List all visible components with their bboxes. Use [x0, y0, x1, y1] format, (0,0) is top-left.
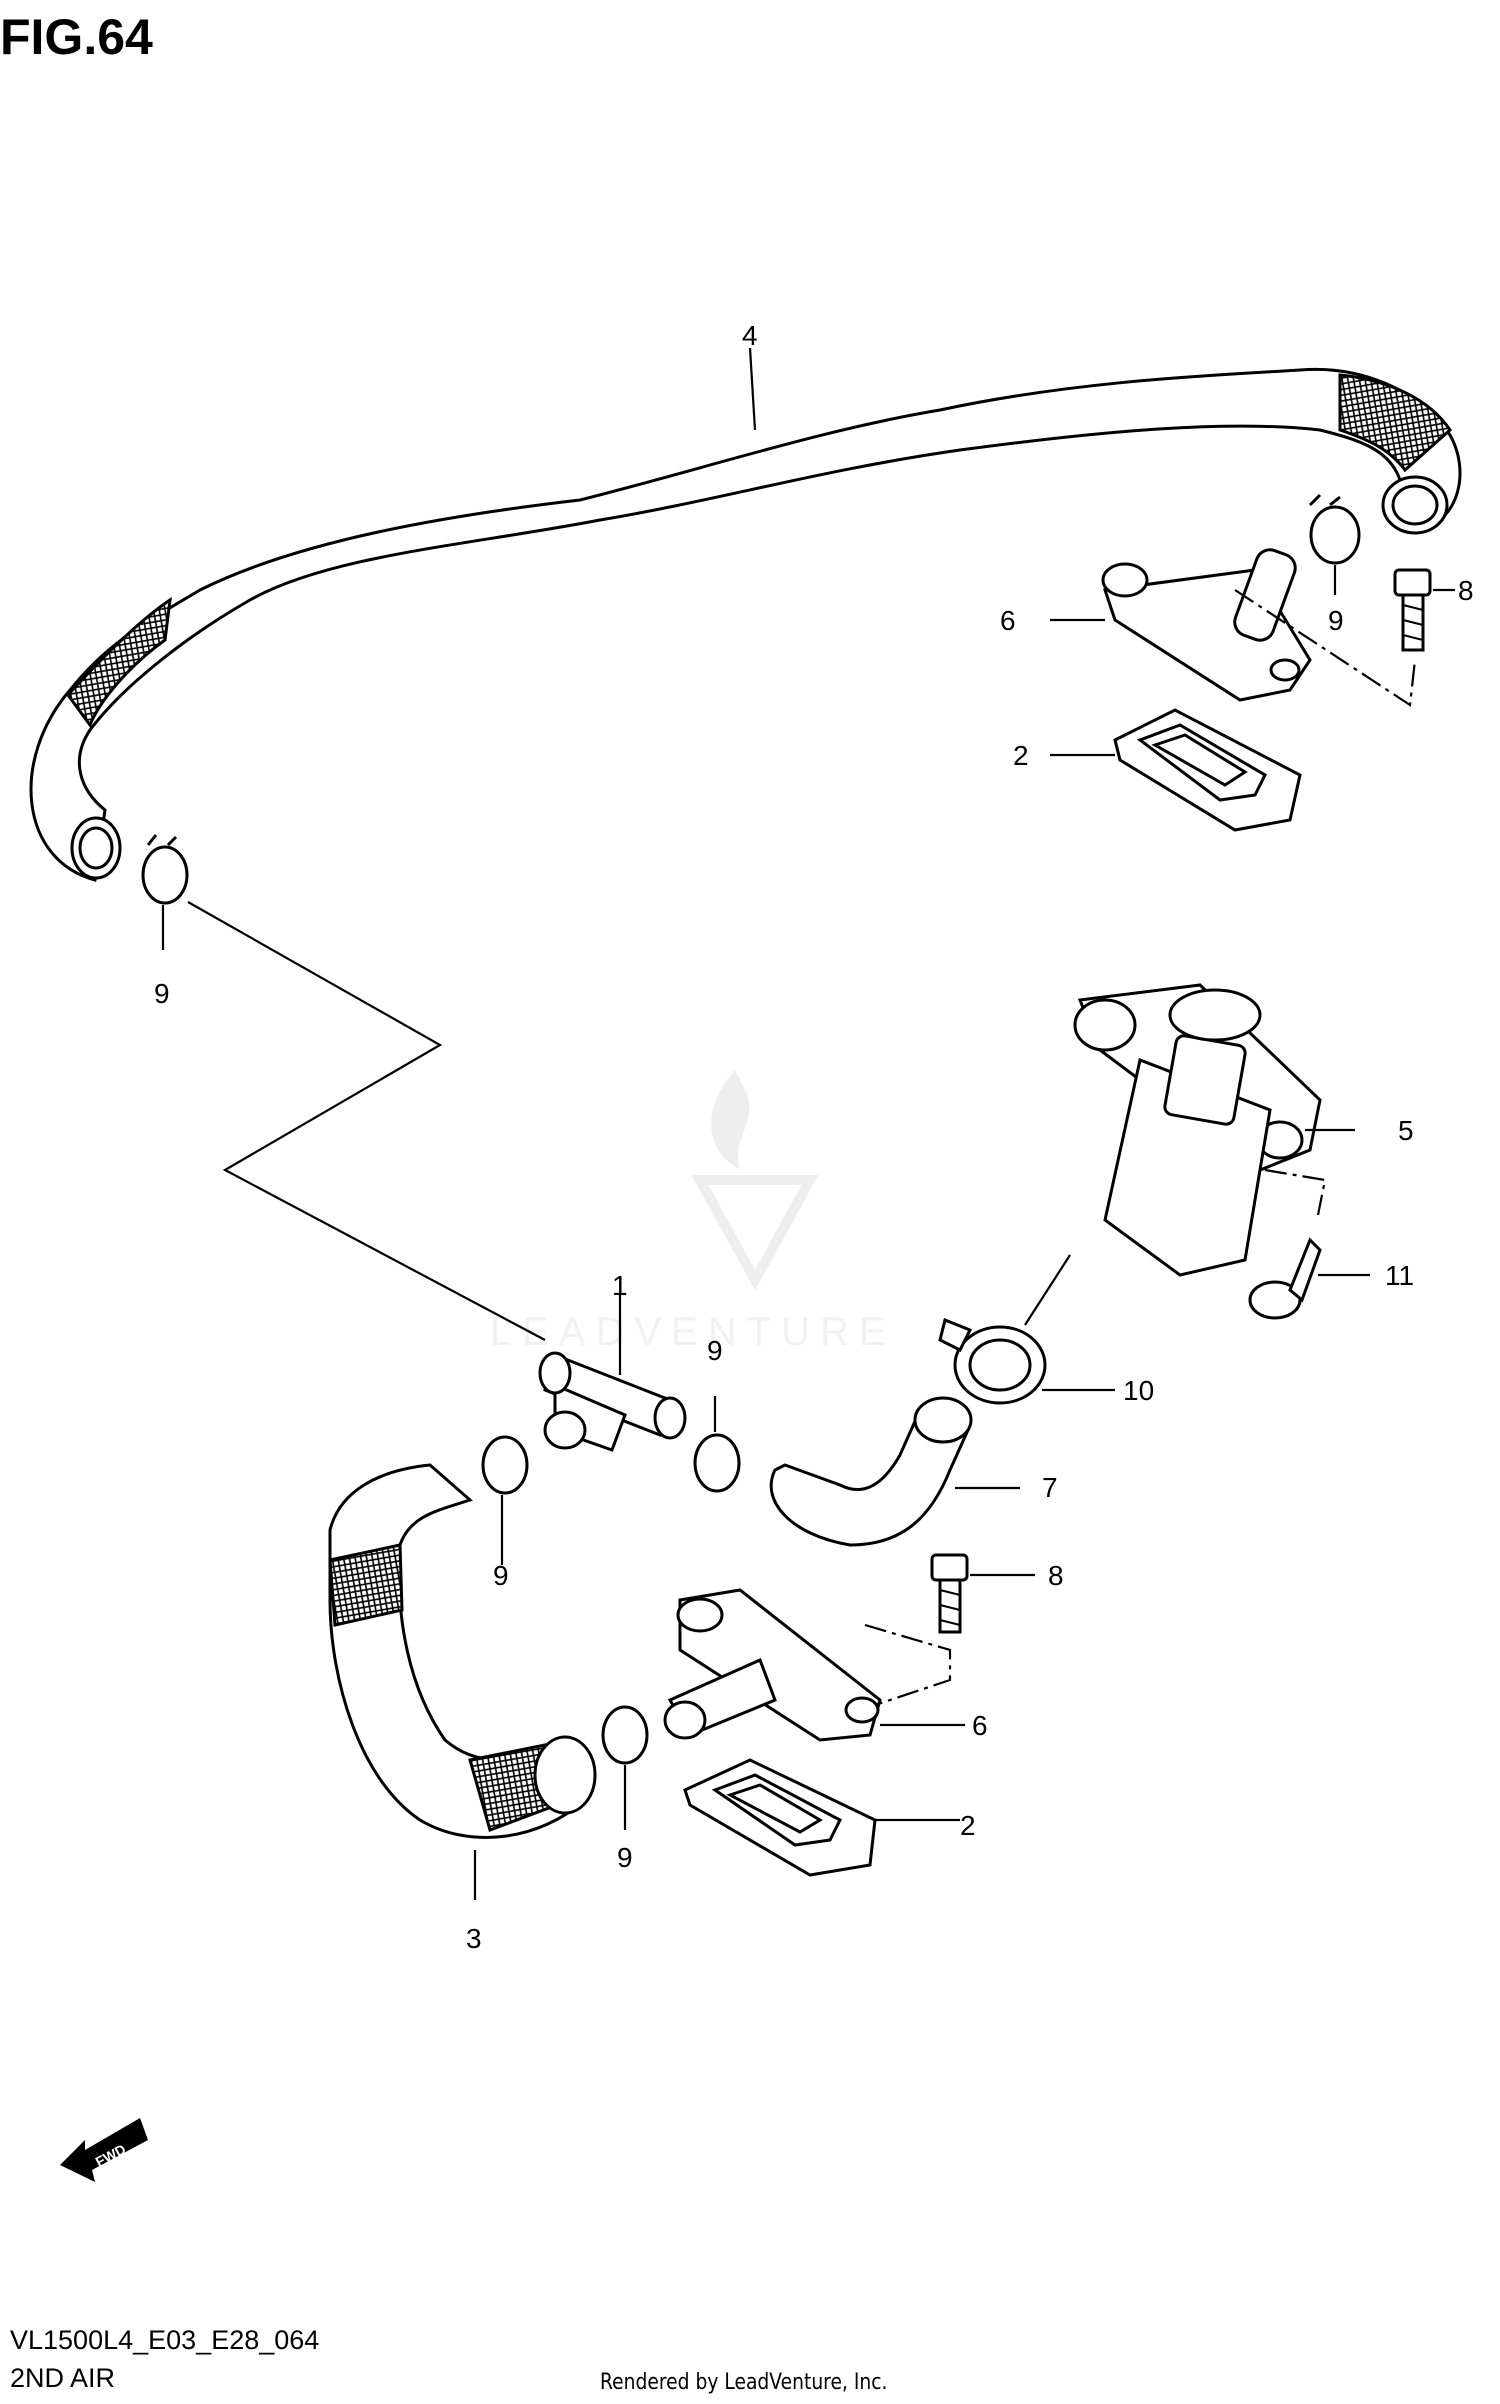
air-control-valve — [1073, 983, 1322, 1277]
clamp-upper-right — [1308, 493, 1361, 565]
callout-9-t-right: 9 — [707, 1335, 723, 1366]
callout-4: 4 — [742, 320, 758, 351]
clamp-t-right — [693, 1433, 741, 1493]
t-joint — [538, 1351, 687, 1452]
rendered-by-credit: Rendered by LeadVenture, Inc. — [600, 2370, 888, 2395]
gasket-lower — [683, 1758, 877, 1877]
callout-9-upper-left: 9 — [154, 978, 170, 1009]
bolt-upper — [1393, 568, 1432, 652]
callout-3: 3 — [466, 1923, 482, 1954]
bolt-lower — [930, 1553, 969, 1634]
callout-5: 5 — [1398, 1115, 1414, 1146]
callout-8-lower: 8 — [1048, 1560, 1064, 1591]
callout-9-t-left: 9 — [493, 1560, 509, 1591]
hose-7 — [769, 1396, 973, 1547]
callout-2-lower: 2 — [960, 1810, 976, 1841]
clamp-lower — [601, 1705, 649, 1765]
figure-title: FIG.64 — [0, 9, 153, 65]
callout-6-upper: 6 — [1000, 605, 1016, 636]
callout-9-upper-right: 9 — [1328, 605, 1344, 636]
watermark-logo: LEADVENTURE — [490, 1070, 896, 1354]
callout-11: 11 — [1385, 1260, 1414, 1291]
gasket-upper — [1113, 708, 1302, 832]
callout-2-upper: 2 — [1013, 740, 1029, 771]
callout-7: 7 — [1042, 1472, 1058, 1503]
model-code: VL1500L4_E03_E28_064 — [10, 2325, 320, 2355]
hose-clamp — [938, 1317, 1047, 1405]
hose-upper — [29, 367, 1462, 882]
section-name: 2ND AIR — [10, 2363, 116, 2393]
clamp-upper-left — [141, 834, 189, 905]
callout-6-lower: 6 — [972, 1710, 988, 1741]
reed-valve-cover-upper — [1101, 548, 1312, 702]
reed-valve-cover-lower — [663, 1588, 882, 1742]
watermark-text: LEADVENTURE — [490, 1310, 896, 1354]
leader-lines — [161, 347, 1455, 1900]
callout-9-lower: 9 — [617, 1842, 633, 1873]
fwd-arrow-icon: FWD — [60, 2118, 148, 2182]
callout-1: 1 — [612, 1270, 628, 1301]
screw — [1248, 1237, 1322, 1320]
clamp-t-left — [481, 1435, 529, 1495]
hose-lower — [328, 1463, 597, 1839]
callouts: 4 8 6 9 2 9 5 11 1 9 10 7 9 8 6 2 9 3 — [154, 320, 1474, 1954]
callout-8-upper: 8 — [1458, 575, 1474, 606]
callout-10: 10 — [1123, 1375, 1154, 1406]
